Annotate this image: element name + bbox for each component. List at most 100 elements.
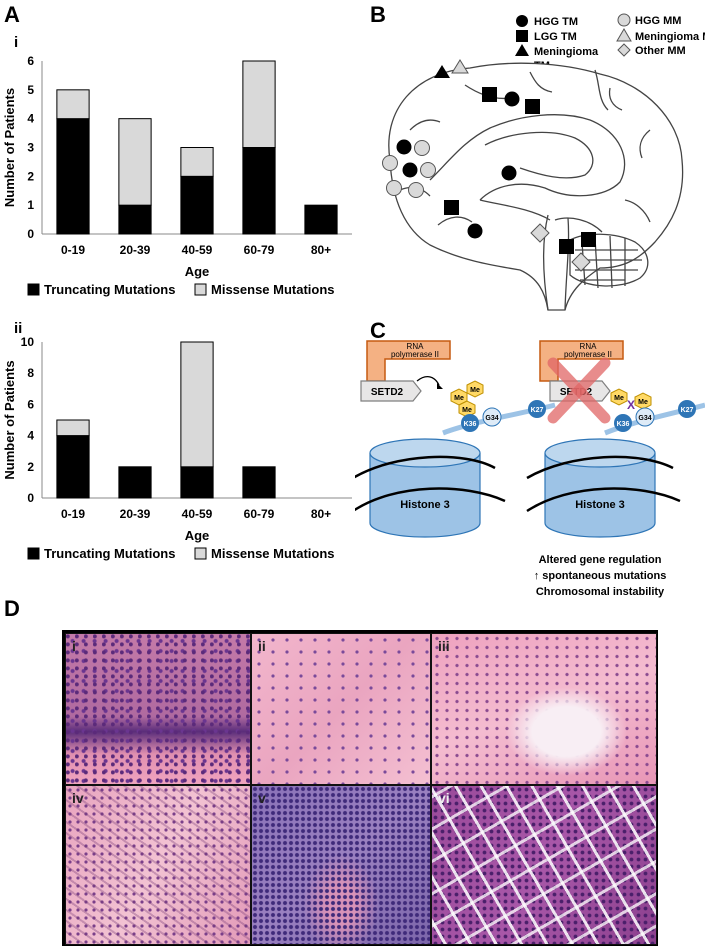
- marker-lgg-tm-icon: [559, 239, 574, 254]
- legend-swatch: [27, 283, 40, 296]
- rna-pol-label-left-2: polymerase II: [391, 350, 439, 359]
- legend-square-black-icon: [516, 30, 528, 42]
- bar-segment: [118, 466, 152, 499]
- marker-meningioma-mm-icon: [451, 59, 469, 74]
- bar-segment: [304, 204, 338, 235]
- x-tick-label: 20-39: [120, 243, 151, 257]
- panel-letter-d: D: [4, 596, 20, 621]
- histone-label-left: Histone 3: [400, 499, 450, 511]
- legend-label-meningioma-tm-1: Meningioma: [534, 46, 599, 58]
- legend-triangle-gray-icon: [616, 28, 632, 42]
- legend-label-hgg-mm: HGG MM: [635, 15, 681, 27]
- me-hex-right-2: [634, 392, 652, 410]
- y-tick-label: 2: [27, 460, 34, 474]
- dna-strand-left: [355, 455, 506, 512]
- histology-image-iv: iv: [65, 785, 251, 945]
- marker-hgg-tm-icon: [501, 165, 517, 181]
- setd2-cross-icon: [547, 357, 611, 424]
- marker-lgg-tm-icon: [444, 200, 459, 215]
- legend-label: Missense Mutations: [211, 546, 335, 561]
- legend-label-lgg-tm: LGG TM: [534, 31, 577, 43]
- histology-label-i: i: [72, 638, 76, 654]
- bar-segment: [242, 60, 276, 148]
- g34-label-right: G34: [638, 415, 651, 422]
- bar-segment: [56, 89, 90, 120]
- k27-label-right: K27: [681, 407, 694, 414]
- histology-grid: i ii iii iv v vi: [62, 630, 658, 946]
- histology-label-vi: vi: [438, 790, 450, 806]
- histology-image-iii: iii: [431, 633, 657, 785]
- histology-image-ii: ii: [251, 633, 431, 785]
- me-label-left-1: Me: [454, 395, 464, 402]
- histology-label-iii: iii: [438, 638, 450, 654]
- legend-label-hgg-tm: HGG TM: [534, 16, 578, 28]
- x-tick-label: 60-79: [244, 507, 275, 521]
- dna-strand-right: [526, 455, 681, 513]
- y-tick-label: 4: [27, 112, 34, 126]
- x-axis-label: Age: [185, 264, 210, 279]
- panel-a-sub-i: i: [14, 34, 19, 51]
- k27-node-left: [528, 400, 546, 418]
- histology-label-ii: ii: [258, 638, 266, 654]
- marker-hgg-tm-icon: [396, 139, 412, 155]
- y-tick-label: 1: [27, 198, 34, 212]
- y-tick-label: 4: [27, 429, 34, 443]
- outcome-2: ↑ spontaneous mutations: [534, 570, 667, 582]
- histone-cylinder-left: [369, 453, 481, 538]
- y-tick-label: 3: [27, 141, 34, 155]
- y-tick-label: 2: [27, 169, 34, 183]
- me-hex-right-1: [610, 388, 628, 406]
- bar-segment: [180, 466, 214, 499]
- legend-label: Missense Mutations: [211, 282, 335, 297]
- marker-hgg-tm-icon: [467, 223, 483, 239]
- me-label-right-1: Me: [614, 395, 624, 402]
- legend-circle-black-icon: [516, 15, 528, 27]
- histology-image-v: v: [251, 785, 431, 945]
- y-tick-label: 5: [27, 83, 34, 97]
- histone-cylinder-right: [544, 453, 656, 538]
- bar-segment: [180, 147, 214, 177]
- legend-swatch: [27, 547, 40, 560]
- brain-diagram: HGG TM LGG TM Meningioma TM HGG MM Menin…: [382, 13, 705, 311]
- bar-segment: [180, 341, 214, 468]
- rna-polymerase-box-right: [539, 340, 624, 382]
- y-tick-label: 0: [27, 227, 34, 241]
- me-hex-left-3: [458, 400, 476, 418]
- histology-label-v: v: [258, 790, 266, 806]
- rna-pol-label-right-2: polymerase II: [564, 350, 612, 359]
- y-tick-label: 6: [27, 54, 34, 68]
- g34-node-right: [635, 407, 655, 427]
- brain-legend: HGG TM LGG TM Meningioma TM HGG MM Menin…: [515, 13, 705, 72]
- k27-node-right: [678, 400, 696, 418]
- outcome-3: Chromosomal instability: [536, 586, 665, 598]
- marker-hgg-mm-icon: [420, 162, 436, 178]
- marker-lgg-tm-icon: [525, 99, 540, 114]
- me-label-left-3: Me: [462, 407, 472, 414]
- me-label-right-2: Me: [638, 399, 648, 406]
- panel-a-sub-ii: ii: [14, 320, 23, 337]
- histology-image-i: i: [65, 633, 251, 785]
- legend-circle-gray-icon: [617, 13, 631, 27]
- y-tick-label: 0: [27, 491, 34, 505]
- arrow-head-icon: [437, 383, 443, 389]
- k27-label-left: K27: [531, 407, 544, 414]
- brain-outline: [388, 62, 684, 311]
- bar-segment: [56, 419, 90, 437]
- rna-pol-label-right-1: RNA: [580, 342, 598, 351]
- marker-other-mm-icon: [571, 252, 591, 272]
- g34-label-left: G34: [485, 415, 498, 422]
- x-tick-label: 40-59: [182, 507, 213, 521]
- panel-letter-c: C: [370, 318, 386, 343]
- setd2-mechanism-diagram: RNA polymerase II SETD2 Me Me Me K36 G34…: [355, 340, 705, 598]
- x-tick-label: 80+: [311, 243, 331, 257]
- me-label-left-2: Me: [470, 387, 480, 394]
- marker-hgg-mm-icon: [386, 180, 402, 196]
- y-tick-label: 6: [27, 397, 34, 411]
- histone-label-right: Histone 3: [575, 499, 625, 511]
- panel-letter-b: B: [370, 2, 386, 27]
- legend-label-meningioma-mm: Meningioma MM: [635, 31, 705, 43]
- outcome-1: Altered gene regulation: [539, 554, 662, 566]
- x-tick-label: 0-19: [61, 507, 85, 521]
- bar-segment: [242, 147, 276, 235]
- bar-segment: [56, 118, 90, 235]
